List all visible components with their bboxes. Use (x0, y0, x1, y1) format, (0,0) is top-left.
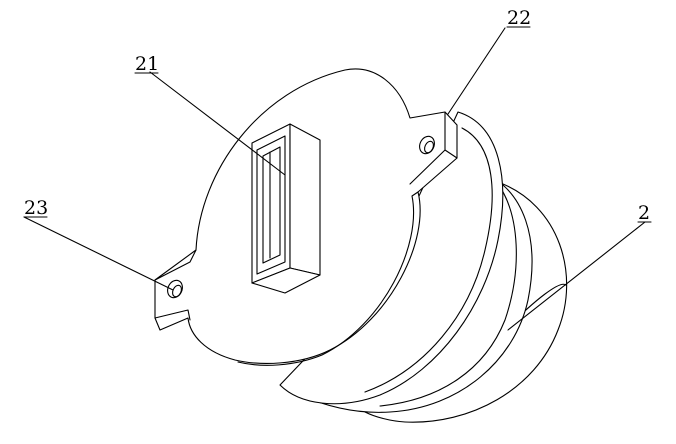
flange-edge (237, 191, 419, 366)
label-21: 21 (135, 53, 159, 75)
connector-bottom (251, 267, 321, 294)
leader-23 (23, 216, 174, 291)
middle-band-inner (379, 183, 517, 407)
ear-22-hole-inner (424, 140, 434, 154)
label-2: 2 (638, 202, 650, 224)
leader-2 (507, 221, 646, 331)
ear-23-hole-inner (172, 284, 182, 298)
ear-23-top (154, 249, 197, 281)
front-ring-inner (364, 127, 493, 393)
connector-slot-outer (256, 135, 286, 275)
ear-23-edge (154, 309, 191, 321)
label-22: 22 (507, 7, 531, 29)
connector-slot-inner (262, 146, 281, 264)
label-23: 23 (24, 197, 48, 219)
leader-22 (447, 27, 506, 115)
connector-side (289, 123, 321, 276)
ear-22-side (444, 149, 458, 159)
leader-21 (149, 71, 286, 176)
